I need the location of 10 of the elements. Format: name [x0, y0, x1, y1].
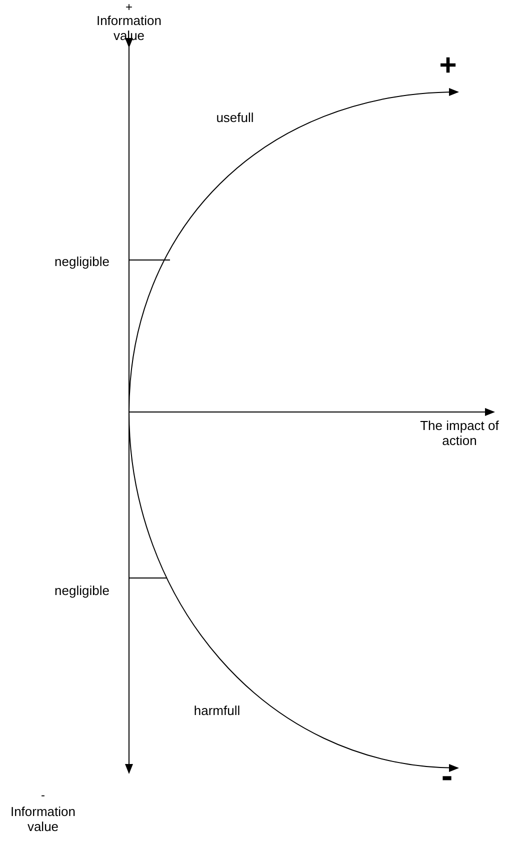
axis-label: + — [124, 0, 134, 14]
axis-label: Information value — [9, 804, 77, 834]
region-label: negligible — [54, 254, 110, 269]
region-label: negligible — [54, 583, 110, 598]
axis-label: - — [40, 788, 46, 802]
axis-label: The impact of action — [419, 418, 500, 448]
region-label: harmfull — [192, 703, 242, 718]
sign-label: - — [440, 758, 454, 794]
sign-label: + — [438, 50, 458, 82]
region-label: usefull — [215, 110, 255, 125]
